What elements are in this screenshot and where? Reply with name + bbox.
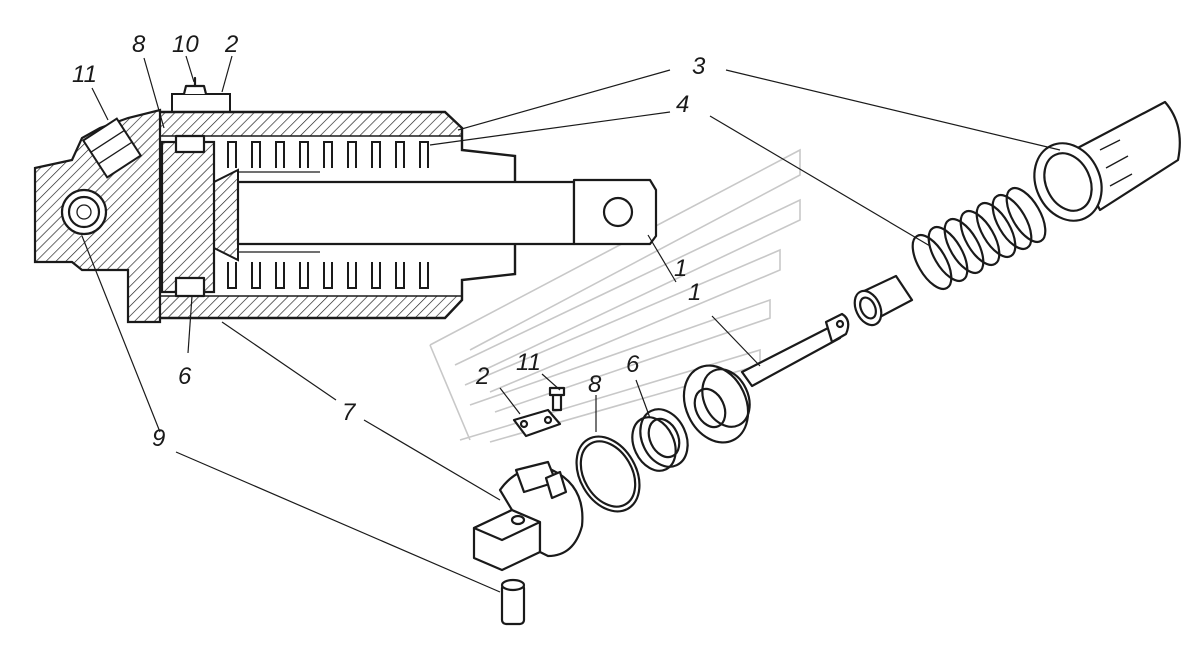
callout-2-assembly: 2: [224, 31, 238, 58]
valve-10: [171, 76, 231, 113]
piston-rod: [213, 168, 239, 262]
seal-6: [174, 276, 206, 298]
spring-section: [227, 141, 429, 289]
callout-6-assembly: 6: [178, 363, 192, 390]
callout-9: 9: [152, 425, 165, 452]
callout-11-exploded: 11: [516, 349, 541, 376]
retainer-plate-part-2: [512, 408, 562, 438]
rod-end: [572, 178, 658, 246]
housing-part-3: [1033, 100, 1181, 222]
assembled-cylinder-section: [33, 76, 658, 324]
leader-lines: [81, 55, 1061, 593]
guide-bushing: [853, 274, 914, 327]
pin-bushing-part-9: [500, 578, 526, 626]
background-watermark: [429, 148, 801, 443]
callout-10: 10: [172, 31, 199, 58]
callout-2-exploded: 2: [475, 363, 489, 390]
callout-8-exploded: 8: [588, 371, 602, 398]
callout-3: 3: [692, 53, 706, 80]
callout-1-exploded: 1: [688, 279, 701, 306]
piston-rod-part-1: [682, 312, 850, 444]
screw-part-11: [548, 386, 566, 412]
callout-8-assembly: 8: [132, 31, 146, 58]
mount-bushing-9: [67, 195, 101, 229]
end-body-part-7: [472, 460, 584, 572]
callout-4: 4: [676, 91, 689, 118]
breather-fitting-11: [81, 117, 143, 179]
piston-section: [160, 140, 216, 294]
callout-1-assembly: 1: [674, 255, 687, 282]
callout-6-exploded: 6: [626, 351, 640, 378]
callout-labels: 1 1 2 2 3 4 6 6 7 8 8 9 10 11 11: [72, 31, 706, 452]
seal-part-6: [631, 408, 689, 472]
spring-part-4: [911, 186, 1047, 291]
o-ring-part-8: [575, 435, 641, 513]
callout-11-assembly: 11: [72, 61, 97, 88]
callout-7: 7: [342, 399, 357, 426]
